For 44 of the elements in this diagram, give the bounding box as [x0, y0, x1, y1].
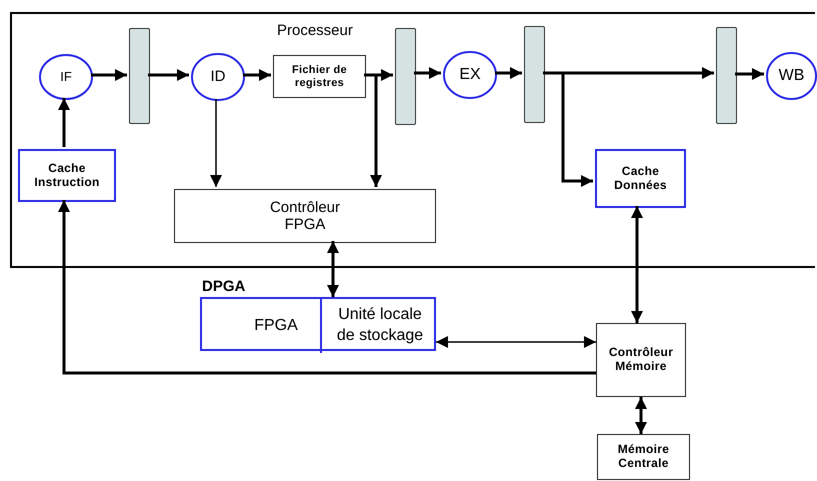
process-box [273, 55, 366, 98]
node-label: FPGA [254, 316, 298, 336]
arrow [210, 99, 222, 187]
node-label: Mémoire Centrale [616, 443, 670, 471]
arrow [148, 69, 189, 81]
pipeline-stage-circle [443, 51, 497, 99]
pipeline-register-bar [716, 27, 737, 124]
node-label: IF [60, 70, 72, 84]
arrow [327, 241, 339, 297]
node-label: Cache Données [613, 164, 668, 192]
process-box [174, 189, 436, 243]
arrow [243, 69, 271, 81]
arrow [58, 200, 596, 374]
arrow [91, 69, 127, 81]
process-box [596, 323, 686, 397]
pipeline-register-bar [395, 28, 416, 125]
arrow [631, 206, 643, 323]
node-label: Fichier de registres [291, 64, 348, 90]
node-label: Unité locale de stockage [336, 305, 424, 346]
pipeline-stage-circle [766, 52, 817, 100]
arrow [414, 67, 441, 79]
arrow [58, 98, 70, 147]
node-label: Contrôleur Mémoire [608, 346, 674, 374]
pipeline-register-bar [524, 26, 545, 123]
heading: Processeur [277, 22, 353, 40]
node-label: Contrôleur FPGA [268, 198, 342, 234]
arrow [436, 336, 596, 348]
node-label: WB [778, 66, 804, 86]
arrow [543, 72, 593, 187]
heading: DPGA [202, 278, 246, 296]
arrow [635, 397, 647, 434]
node-label: Cache Instruction [33, 162, 101, 190]
processor-frame [10, 12, 815, 268]
arrow [495, 67, 522, 79]
arrow [735, 68, 764, 80]
node-label: ID [210, 68, 226, 86]
pipeline-stage-circle [191, 53, 245, 101]
process-box [597, 434, 690, 480]
pipeline-stage-circle [39, 54, 93, 100]
node-label: EX [459, 66, 481, 84]
cache-box [595, 149, 686, 208]
arrow [364, 74, 382, 187]
pipeline-register-bar [129, 28, 150, 124]
cache-box [18, 149, 116, 202]
